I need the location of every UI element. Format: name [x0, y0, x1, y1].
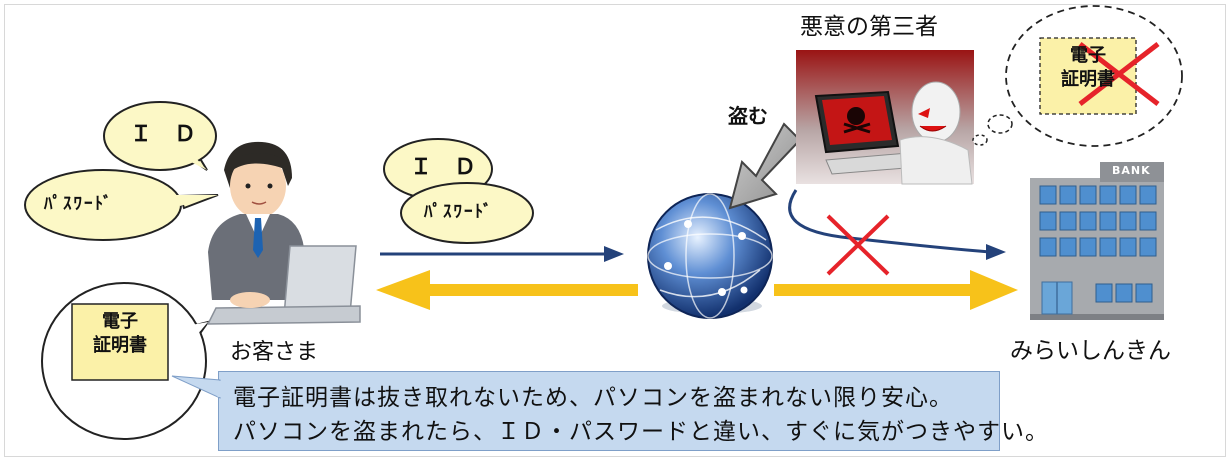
- info-line-2: パソコンを盗まれたら、ＩＤ・パスワードと違い、すぐに気がつきやすい。: [233, 419, 1049, 445]
- bank-window: [1119, 185, 1137, 205]
- bank-window: [1099, 185, 1117, 205]
- bank-window: [1059, 185, 1077, 205]
- customer-id-bubble: [103, 101, 217, 171]
- bank-window: [1079, 211, 1097, 231]
- bank-window: [1099, 237, 1117, 257]
- info-callout: 電子証明書は抜き取れないため、パソコンを盗まれない限り安心。 パソコンを盗まれた…: [218, 371, 1048, 451]
- info-line-1: 電子証明書は抜き取れないため、パソコンを盗まれない限り安心。: [233, 385, 953, 411]
- bank-window: [1119, 237, 1137, 257]
- steal-arrow: [728, 122, 802, 210]
- bank-window: [1039, 237, 1057, 257]
- bank-sign: BANK: [1112, 164, 1151, 177]
- bank-window: [1139, 237, 1157, 257]
- bank-window: [1099, 211, 1117, 231]
- bank-window: [1139, 211, 1157, 231]
- bank-window: [1119, 211, 1137, 231]
- attack-path-arrow: [788, 189, 1006, 260]
- customer-certificate-bubble: [41, 282, 211, 440]
- customer-certificate-card: 電子 証明書: [93, 311, 147, 357]
- send-arrow: [380, 246, 624, 262]
- transit-password-text: ﾊﾟｽﾜｰﾄﾞ: [424, 202, 494, 222]
- customer-figure: [206, 141, 361, 325]
- attacker-label: 悪意の第三者: [800, 14, 938, 40]
- steal-label: 盗む: [728, 104, 768, 128]
- customer-password-bubble: [24, 169, 219, 241]
- bank-window: [1039, 185, 1057, 205]
- bank-label: みらいしんきん: [1010, 338, 1171, 364]
- bank-window: [1095, 283, 1113, 303]
- bank-window: [1139, 185, 1157, 205]
- attacker-certificate-card: 電子 証明書: [1061, 45, 1115, 91]
- bank-window: [1079, 237, 1097, 257]
- bank-building-icon: [1030, 162, 1164, 320]
- transit-password-bubble: [400, 182, 534, 244]
- bank-window: [1039, 211, 1057, 231]
- bank-arrow: [774, 270, 1018, 310]
- attack-blocked-x: [826, 214, 890, 276]
- bank-window: [1135, 283, 1153, 303]
- transit-id-text: ＩＤ: [410, 155, 499, 180]
- bank-window: [1059, 237, 1077, 257]
- bank-window: [1079, 185, 1097, 205]
- certificate-blocked-x: [1078, 42, 1160, 106]
- customer-id-text: ＩＤ: [130, 122, 219, 147]
- return-arrow: [376, 270, 638, 310]
- customer-password-text: ﾊﾟｽﾜｰﾄﾞ: [44, 194, 114, 214]
- internet-globe-icon: [647, 193, 773, 319]
- bank-window: [1115, 283, 1133, 303]
- bank-window: [1059, 211, 1077, 231]
- customer-label: お客さま: [230, 340, 319, 365]
- attacker-image: [796, 50, 974, 185]
